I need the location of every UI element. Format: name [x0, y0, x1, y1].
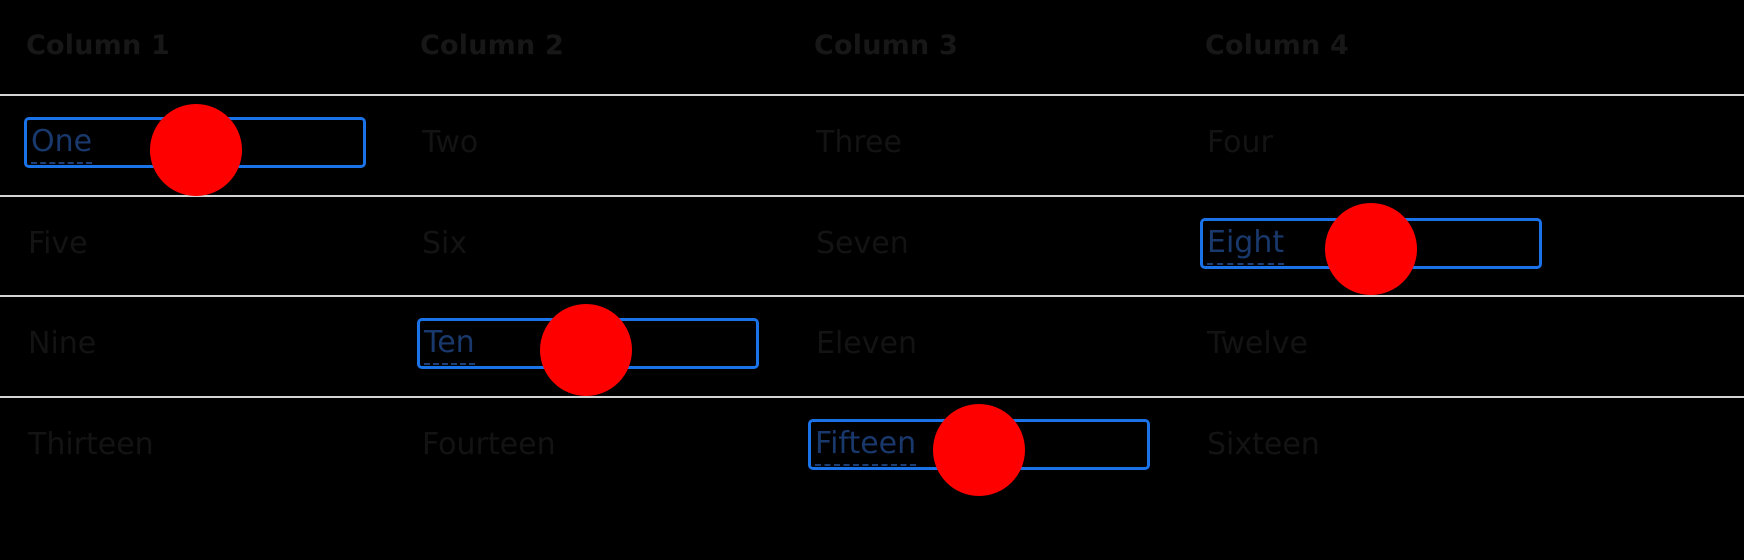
- cell-value-underline: Fifteen: [815, 426, 917, 466]
- cell-value: Fourteen: [422, 427, 556, 462]
- column-header-3[interactable]: Column 3: [814, 30, 958, 61]
- cell-value: Three: [816, 125, 902, 160]
- row-divider: [0, 396, 1744, 398]
- cell-value: Two: [422, 125, 479, 160]
- table-row: Nine Ten Eleven Twelve: [0, 296, 1744, 396]
- cell-value: Thirteen: [28, 427, 154, 462]
- cell-value: Seven: [816, 226, 909, 261]
- row-divider: [0, 195, 1744, 197]
- cell-value: Fifteen: [815, 425, 917, 466]
- column-header-2[interactable]: Column 2: [420, 30, 564, 61]
- table-row: Thirteen Fourteen Fifteen Sixteen: [0, 397, 1744, 497]
- cell-value: One: [31, 123, 93, 164]
- row-divider: [0, 295, 1744, 297]
- cell-value: Twelve: [1207, 326, 1308, 361]
- row-divider: [0, 94, 1744, 96]
- table-header-row: Column 1 Column 2 Column 3 Column 4: [0, 0, 1744, 95]
- cell-value: Sixteen: [1207, 427, 1320, 462]
- cell-value: Five: [28, 226, 88, 261]
- cell-value: Six: [422, 226, 468, 261]
- cell-value: Eight: [1207, 224, 1285, 265]
- cell-value-underline: Ten: [424, 325, 475, 365]
- cell-value: Ten: [424, 324, 475, 365]
- cell-value-underline: Eight: [1207, 225, 1285, 265]
- cell-value-underline: One: [31, 124, 93, 164]
- column-header-4[interactable]: Column 4: [1205, 30, 1349, 61]
- table-row: One Two Three Four: [0, 95, 1744, 195]
- column-header-1[interactable]: Column 1: [26, 30, 170, 61]
- table-row: Five Six Seven Eight: [0, 196, 1744, 296]
- cell-value: Eleven: [816, 326, 917, 361]
- cell-value: Nine: [28, 326, 97, 361]
- cell-value: Four: [1207, 125, 1273, 160]
